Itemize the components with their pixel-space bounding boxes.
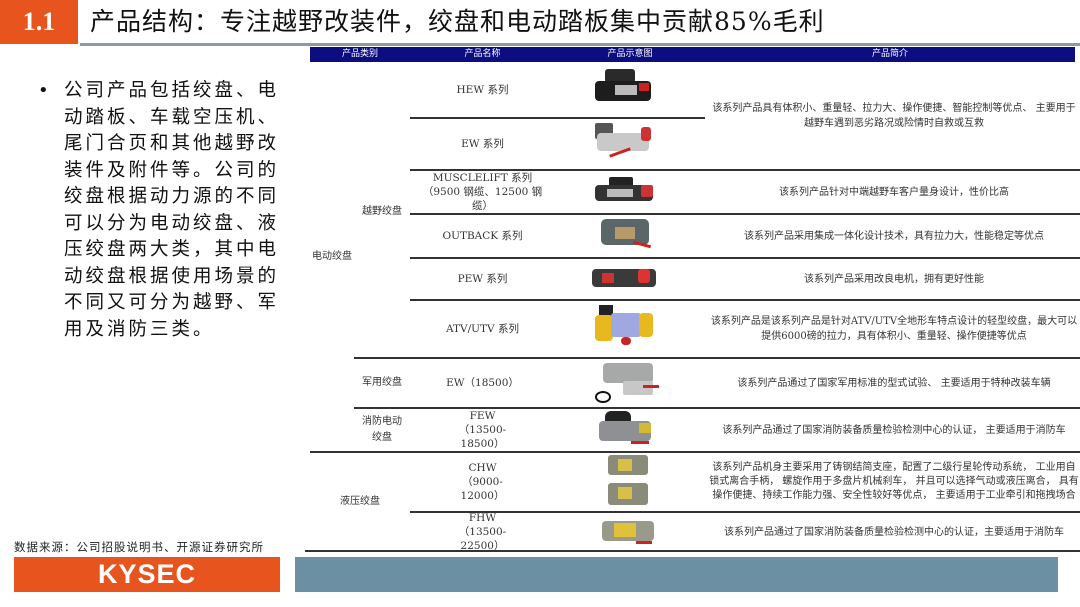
black-red-winch-image: [595, 177, 657, 207]
section-number-badge: 1.1: [0, 0, 78, 44]
product-name-pew: PEW 系列: [457, 273, 508, 285]
product-table: 产品类别 产品名称 产品示意图 产品简介 电动绞盘 越野绞盘 军用绞盘 消防电动…: [305, 47, 1080, 552]
row-divider: [410, 213, 1080, 215]
product-name-ew-18500: EW（18500）: [446, 377, 519, 389]
category-hydraulic-winch: 液压绞盘: [340, 496, 380, 507]
data-source-note: 数据来源：公司招股说明书、开源证券研究所: [14, 540, 264, 554]
column-header-image: 产品示意图: [555, 47, 705, 62]
kysec-logo: KYSEC: [14, 557, 280, 592]
column-header-description: 产品简介: [705, 47, 1075, 62]
row-divider: [310, 451, 1080, 453]
product-description-chw: 该系列产品机身主要采用了铸钢结简支座，配置了二级行星轮传动系统， 工业用自锁式离…: [709, 462, 1079, 501]
row-divider: [354, 407, 1080, 409]
product-description-hew-ew: 该系列产品具有体积小、重量轻、拉力大、操作便捷、智能控制等优点、 主要用于越野车…: [712, 103, 1076, 129]
dark-winch-image: [592, 265, 660, 293]
row-divider: [410, 257, 1080, 259]
category-electric-winch: 电动绞盘: [312, 251, 352, 262]
yellow-winch-image: [595, 305, 659, 351]
black-winch-image: [595, 69, 657, 109]
military-winch-image: [595, 363, 665, 403]
product-description-ew-18500: 该系列产品通过了国家军用标准的型式试验、 主要适用于特种改装车辆: [737, 377, 1051, 389]
column-header-name: 产品名称: [410, 47, 555, 62]
product-description-fhw: 该系列产品通过了国家消防装备质量检验检测中心的认证，主要适用于消防车: [724, 526, 1064, 538]
subcategory-military-winch: 军用绞盘: [362, 377, 402, 388]
grey-winch-image: [595, 219, 657, 253]
bullet-text: 公司产品包括绞盘、电动踏板、车载空压机、尾门合页和其他越野改装件及附件等。公司的…: [64, 80, 280, 340]
title-divider: [80, 43, 1080, 46]
row-divider: [410, 299, 1080, 301]
product-name-musclelift: MUSCLELIFT 系列（9500 钢缆、12500 钢缆）: [422, 172, 543, 212]
product-name-atv-utv: ATV/UTV 系列: [446, 323, 519, 335]
bullet-point: • 公司产品包括绞盘、电动踏板、车载空压机、尾门合页和其他越野改装件及附件等。公…: [38, 78, 295, 343]
product-description-outback: 该系列产品采用集成一体化设计技术，具有拉力大，性能稳定等优点: [744, 230, 1044, 242]
row-divider: [410, 511, 1080, 513]
column-header-category: 产品类别: [310, 47, 410, 62]
fire-winch-image: [595, 411, 661, 449]
silver-red-winch-image: [595, 123, 657, 163]
hydraulic-fire-winch-image: [600, 515, 660, 549]
hydraulic-winch-image: [608, 455, 652, 509]
row-divider: [354, 357, 1080, 359]
product-name-few: FEW（13500-18500）: [458, 410, 507, 450]
product-name-ew: EW 系列: [461, 138, 504, 150]
product-name-hew: HEW 系列: [456, 84, 509, 96]
product-description-few: 该系列产品通过了国家消防装备质量检验检测中心的认证， 主要适用于消防车: [722, 424, 1066, 436]
product-name-fhw: FHW（13500-22500）: [458, 512, 507, 552]
table-bottom-rule: [305, 550, 1080, 552]
subcategory-offroad-winch: 越野绞盘: [362, 206, 402, 217]
row-divider: [410, 117, 705, 119]
product-description-musclelift: 该系列产品针对中端越野车客户量身设计，性价比高: [779, 186, 1009, 198]
row-divider: [410, 169, 1080, 171]
page-title: 产品结构：专注越野改装件，绞盘和电动踏板集中贡献85%毛利: [90, 7, 825, 36]
subcategory-fire-winch: 消防电动绞盘: [362, 416, 402, 443]
product-description-atv-utv: 该系列产品是该系列产品是针对ATV/UTV全地形车特点设计的轻型绞盘，最大可以提…: [710, 316, 1078, 342]
product-name-chw: CHW（9000-12000）: [460, 462, 505, 502]
product-description-pew: 该系列产品采用改良电机，拥有更好性能: [804, 273, 984, 285]
bullet-icon: •: [38, 80, 52, 101]
product-name-outback: OUTBACK 系列: [442, 230, 523, 242]
footer-bar: [295, 557, 1058, 592]
